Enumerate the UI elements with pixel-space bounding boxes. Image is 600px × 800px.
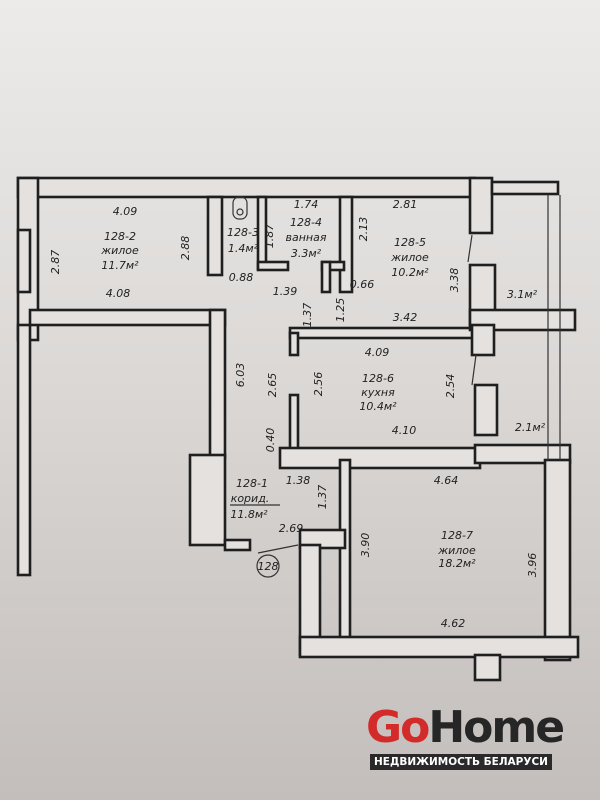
dim: 4.10 <box>392 424 417 437</box>
apartment-marker <box>256 554 280 578</box>
gohome-logo: GoHome НЕДВИЖИМОСТЬ БЕЛАРУСИ <box>366 706 565 770</box>
logo-go: Go <box>366 702 430 753</box>
room-type: кухня <box>361 386 395 399</box>
dim: 3.90 <box>359 533 372 558</box>
dim: 3.38 <box>448 268 461 293</box>
room-id: 128-4 <box>290 216 322 229</box>
dim: 2.56 <box>312 372 325 397</box>
dim: 4.64 <box>434 474 459 487</box>
room-type: жилое <box>437 544 476 557</box>
balcony-area: 2.1м² <box>515 421 546 434</box>
dim: 6.03 <box>234 363 247 388</box>
toilet-icon <box>232 196 248 220</box>
dim: 4.09 <box>113 205 138 218</box>
room-area: 11.7м² <box>101 259 139 272</box>
balcony-area: 3.1м² <box>507 288 538 301</box>
room-id: 128-1 <box>236 477 268 490</box>
room-area: 11.8м² <box>230 508 268 521</box>
dim: 1.25 <box>334 298 347 323</box>
dim: 1.87 <box>263 224 276 249</box>
dim: 2.13 <box>357 217 370 242</box>
dim: 1.39 <box>273 285 298 298</box>
dim: 1.38 <box>286 474 311 487</box>
room-id: 128-3 <box>227 226 259 239</box>
room-area: 1.4м² <box>228 242 259 255</box>
dim: 1.74 <box>294 198 319 211</box>
room-area: 18.2м² <box>438 557 476 570</box>
dim: 1.37 <box>316 485 329 510</box>
dim: 2.54 <box>444 374 457 399</box>
dim: 0.66 <box>350 278 375 291</box>
dim: 4.08 <box>106 287 131 300</box>
dim: 2.65 <box>266 373 279 398</box>
room-type: жилое <box>390 251 429 264</box>
dim: 2.81 <box>393 198 418 211</box>
dim: 1.37 <box>301 303 314 328</box>
room-type: ванная <box>286 231 327 244</box>
room-id: 128-5 <box>394 236 426 249</box>
dim: 2.88 <box>179 236 192 261</box>
dim: 0.40 <box>264 428 277 453</box>
logo-home: Home <box>428 702 565 753</box>
room-area: 3.3м² <box>291 247 322 260</box>
dim: 2.69 <box>279 522 304 535</box>
room-id: 128-7 <box>441 529 473 542</box>
room-id: 128-6 <box>362 372 394 385</box>
dim: 2.87 <box>49 250 62 275</box>
room-area: 10.2м² <box>391 266 429 279</box>
window <box>16 228 32 294</box>
apartment-number: 128 <box>258 560 279 573</box>
dim: 3.42 <box>393 311 418 324</box>
dim: 3.96 <box>526 553 539 578</box>
room-type: жилое <box>100 244 139 257</box>
dim: 4.62 <box>441 617 466 630</box>
room-type: корид. <box>231 492 270 505</box>
logo-tagline: НЕДВИЖИМОСТЬ БЕЛАРУСИ <box>370 754 552 770</box>
room-id: 128-2 <box>104 230 136 243</box>
walls <box>16 176 580 682</box>
room-area: 10.4м² <box>359 400 397 413</box>
dim: 0.88 <box>229 271 254 284</box>
dim: 4.09 <box>365 346 390 359</box>
